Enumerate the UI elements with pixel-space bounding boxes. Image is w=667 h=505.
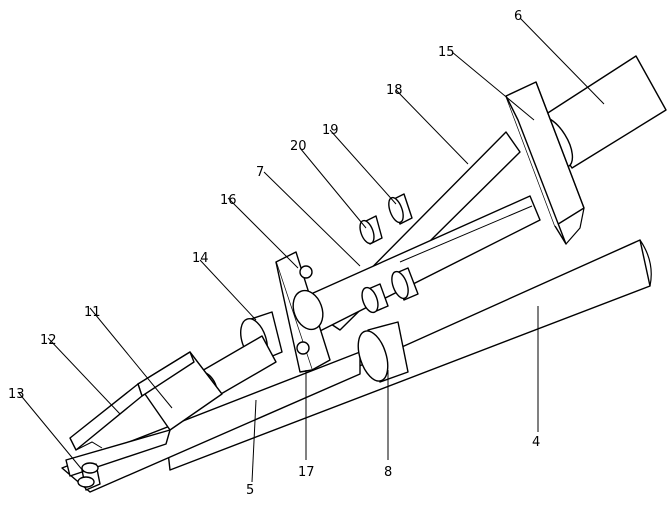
label-20: 20 <box>290 139 307 154</box>
label-15: 15 <box>438 45 455 60</box>
label-14: 14 <box>192 251 209 266</box>
label-5: 5 <box>246 483 254 498</box>
label-11: 11 <box>84 305 101 320</box>
label-4: 4 <box>532 435 540 450</box>
leader-12 <box>47 337 121 415</box>
leader-14 <box>199 259 257 321</box>
label-6: 6 <box>514 9 522 24</box>
leader-lines <box>17 17 605 483</box>
leader-16 <box>227 197 299 269</box>
leader-7 <box>263 171 361 267</box>
label-8: 8 <box>384 465 392 480</box>
part-labels: 6 15 18 19 20 7 16 14 11 12 13 5 17 8 4 <box>8 9 540 498</box>
part-8-sleeve <box>357 321 409 383</box>
label-13: 13 <box>8 387 25 402</box>
leader-20 <box>299 147 367 229</box>
part-15-upper-block <box>505 81 585 245</box>
label-18: 18 <box>386 83 403 98</box>
label-19: 19 <box>322 123 339 138</box>
leader-11 <box>89 307 173 409</box>
part-4-lower-rod <box>167 239 652 471</box>
label-17: 17 <box>298 465 315 480</box>
leader-18 <box>395 89 469 165</box>
part-16-17-bracket <box>275 251 331 373</box>
part-20-ring <box>359 215 383 245</box>
label-12: 12 <box>40 333 57 348</box>
label-7: 7 <box>256 165 264 180</box>
leader-5 <box>251 399 257 483</box>
part-13-pin <box>77 462 101 491</box>
leader-13 <box>17 391 85 473</box>
part-19-ring <box>388 193 413 225</box>
label-16: 16 <box>220 193 237 208</box>
leader-6 <box>519 17 605 105</box>
part-11-clamp-box <box>137 351 223 431</box>
shaft-rings <box>361 267 419 314</box>
leader-15 <box>451 51 535 121</box>
leader-19 <box>329 129 397 205</box>
